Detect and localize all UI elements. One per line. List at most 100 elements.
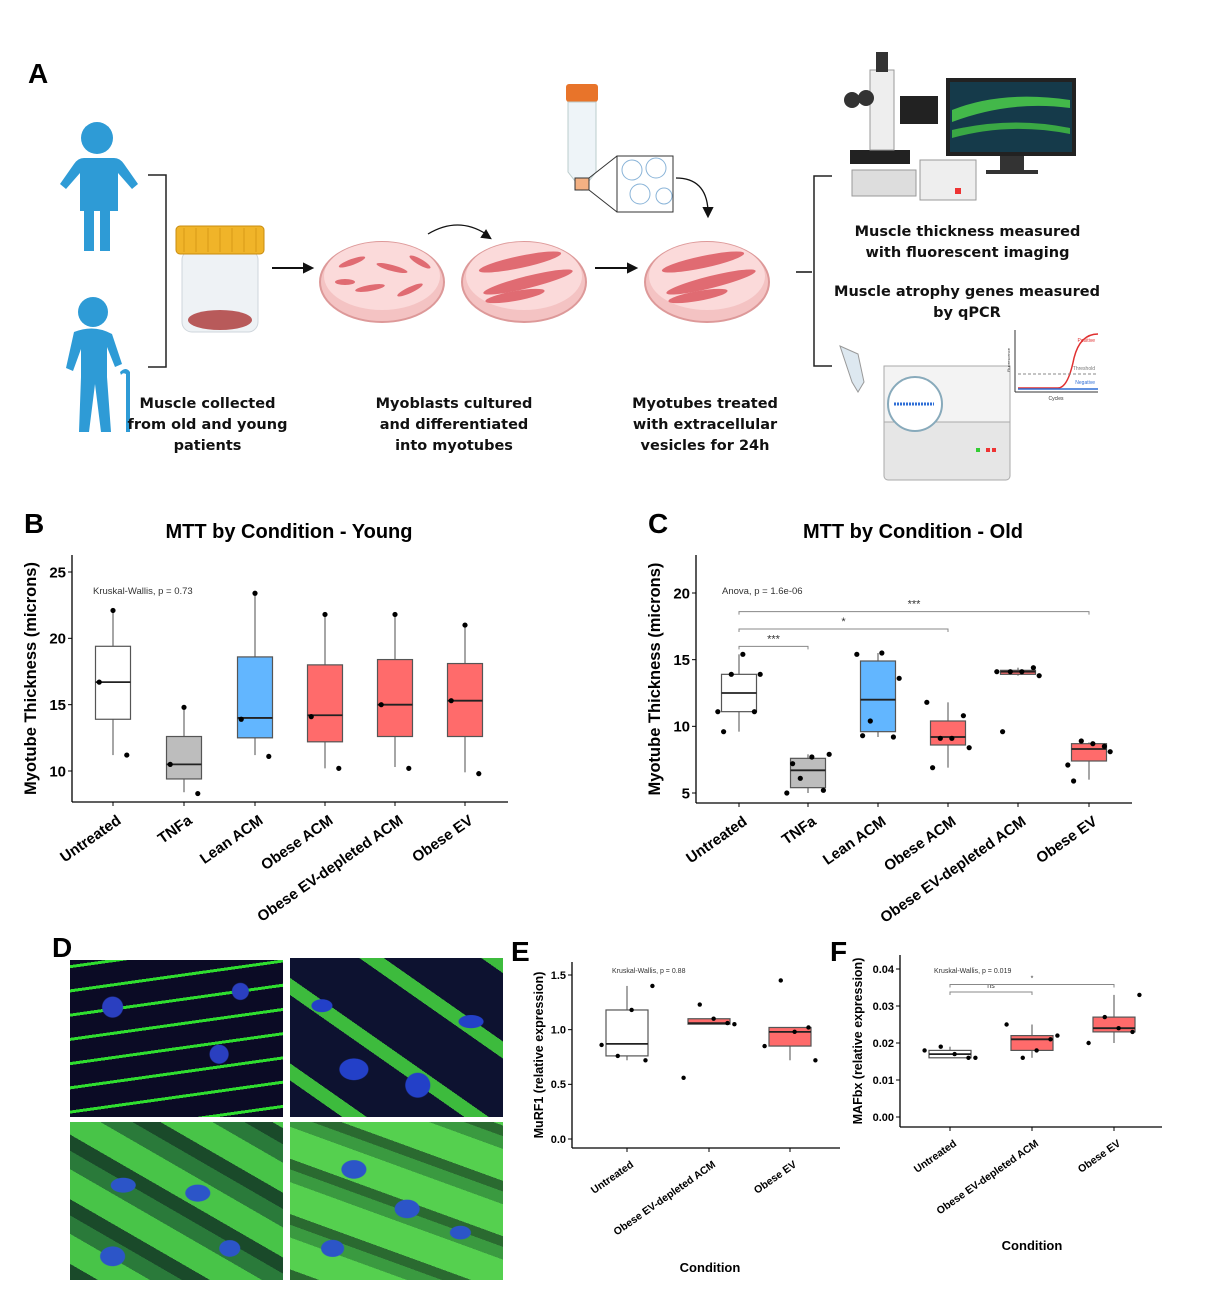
chart-title: MTT by Condition - Young [166,521,413,543]
y-tick-label: 10 [49,763,66,780]
y-tick-label: 0.03 [873,1001,894,1013]
box-tnfa [784,751,832,796]
data-point [406,765,412,771]
qpcr-xlabel: Cycles [1048,396,1064,402]
qpcr-negative-label: Negative [1075,380,1095,386]
data-point [867,718,873,724]
data-point [681,1075,686,1080]
data-point [1004,1022,1009,1027]
y-tick-label: 20 [49,631,66,648]
box-iqr [165,735,203,780]
x-tick-label: Untreated [683,813,750,867]
y-tick-label: 0.02 [873,1038,894,1050]
significance-bracket [949,991,1033,995]
data-point [792,1029,797,1035]
data-point [650,983,655,989]
data-point [797,775,803,781]
x-tick-label: Untreated [589,1159,636,1197]
data-point [924,699,930,705]
significance-label: ns [987,983,995,990]
data-point [1130,1029,1135,1035]
data-point [728,671,734,677]
output-imaging-caption: Muscle thickness measured with fluoresce… [854,224,1081,261]
data-point [854,651,860,657]
qpcr-positive-label: Positive [1077,338,1095,344]
data-point [629,1007,634,1013]
petri-dish-treated-icon [644,241,770,323]
data-point [1007,669,1013,675]
x-tick-label: Obese EV [409,812,476,866]
data-point [1019,669,1025,675]
box-obese-ev-depleted-acm [376,611,414,771]
significance-bracket [738,628,949,632]
y-tick-label: 0.5 [551,1079,566,1091]
panel-letter-e: E [511,936,530,967]
data-point [826,751,832,757]
x-axis-label: Condition [680,1260,741,1275]
box-untreated [715,651,763,735]
box-iqr [605,1009,649,1057]
data-point [751,709,758,715]
significance-bracket [738,645,809,650]
data-point [1078,738,1084,744]
data-point [879,650,885,656]
data-point [732,1021,737,1027]
data-point [890,734,897,740]
data-point [860,733,866,739]
box-lean-acm [236,590,274,760]
young-person-icon [60,122,138,251]
data-point [697,1002,702,1007]
x-tick-label: Lean ACM [820,813,889,869]
box-iqr [789,757,827,789]
stat-test-annotation: Kruskal-Wallis, p = 0.019 [934,968,1011,975]
data-point [96,679,102,685]
box-obese-acm [306,611,344,771]
step-collect-caption: Muscle collected from old and young pati… [127,396,288,454]
box-iqr [306,664,344,743]
x-tick-label: TNFa [779,813,820,849]
data-point [896,675,902,681]
y-tick-label: 0.00 [873,1112,894,1124]
data-point [930,765,936,771]
data-point [336,765,342,771]
fluorescent-image-2 [290,958,503,1117]
monitor-icon [946,78,1076,174]
panel-letter-a: A [28,58,49,89]
data-point [322,611,328,618]
box-untreated [922,1044,978,1061]
data-point [820,787,827,793]
box-iqr [859,660,897,733]
data-point [784,790,790,796]
significance-label: * [1031,976,1034,983]
y-tick-label: 0.0 [551,1134,566,1146]
old-person-icon [66,297,130,432]
data-point [1055,1033,1060,1038]
data-point [252,590,258,596]
data-point [1107,749,1113,755]
data-point [938,1044,943,1049]
data-point [308,714,314,720]
fluorescent-image-4 [290,1122,503,1280]
y-axis-label: Myotube Thickness (microns) [22,562,40,795]
data-point [1020,1055,1025,1061]
data-point [1030,665,1036,671]
y-axis-label: Myotube Thickness (microns) [646,563,664,796]
data-point [809,754,815,760]
box-tnfa [165,704,203,797]
data-point [740,651,746,657]
x-tick-label: Obese EV [1033,813,1100,867]
x-tick-label: TNFa [155,812,196,848]
data-point [960,713,967,719]
data-point [922,1048,927,1053]
box-obese-ev [762,978,818,1063]
box-obese-ev-depleted-acm [994,665,1042,735]
data-point [392,611,398,618]
data-point [238,716,244,722]
data-point [790,761,796,767]
petri-dish-myotubes-icon [461,241,587,323]
qpcr-curve-icon: Positive Threshold Negative Cycles Fluor… [1006,330,1099,402]
bracket-line-right [813,175,832,367]
